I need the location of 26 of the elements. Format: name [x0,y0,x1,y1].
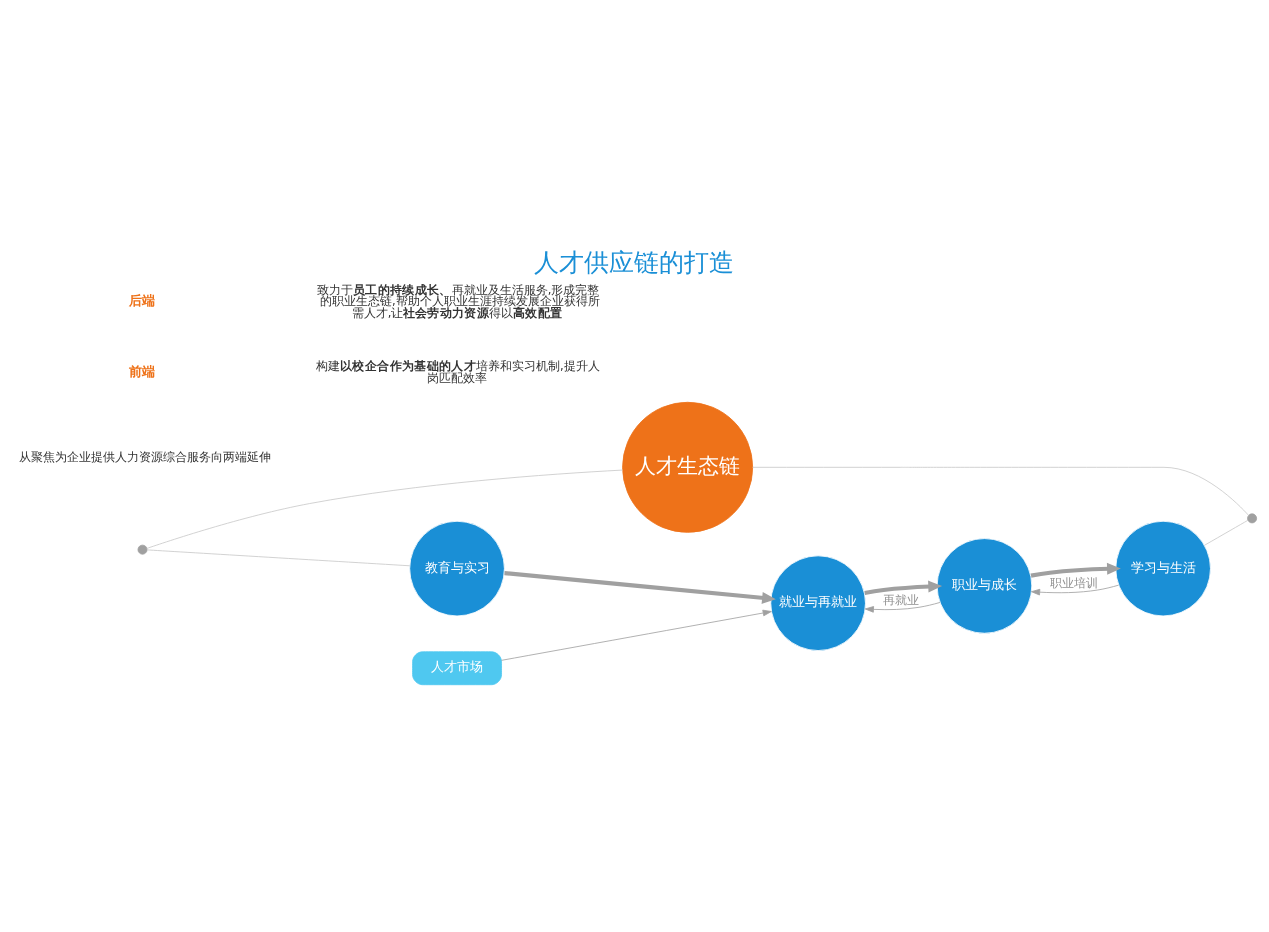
arrow [864,601,941,613]
edge-label: 职业培训 [1049,575,1098,590]
node-circle: 就业与再就业 [770,554,866,651]
label: 构建以校企合作为基础的人才培养和实习机制,提升人岗匹配效率 [316,358,600,385]
label: 从聚焦为企业提供人力资源综合服务向两端延伸 [18,448,271,463]
connector [752,466,1249,516]
node-box: 人才市场 [412,650,502,685]
arrow [504,570,776,604]
node-circle [1247,512,1257,523]
node-circle: 人才生态链 [622,401,754,533]
edge-label: 再就业 [883,592,920,607]
connector [146,469,623,549]
arrow [864,580,943,595]
node-circle: 教育与实习 [409,520,505,616]
node-circle: 职业与成长 [936,537,1033,634]
arrow [1031,584,1120,595]
connector [146,549,411,566]
diagram-title: 人才供应链的打造 [534,247,735,277]
arrow [1030,562,1121,578]
label: 后端 [129,292,156,308]
label: 致力于员工的持续成长、再就业及生活服务,形成完整的职业生态链,帮助个人职业生涯持续发展企业获得所需人才,让社会劳动力资源得以高效配置 [317,282,600,320]
node-circle [137,544,148,555]
arrow [501,609,772,661]
label: 前端 [129,363,156,379]
connector [1204,519,1249,546]
node-circle: 学习与生活 [1115,520,1211,616]
